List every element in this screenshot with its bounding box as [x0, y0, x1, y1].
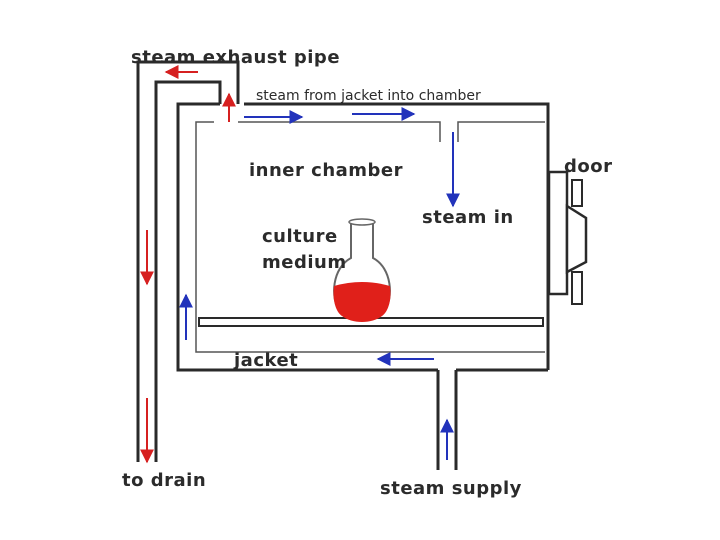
- label-exhaust-pipe: steam exhaust pipe: [131, 47, 340, 68]
- culture-medium-fill: [333, 282, 391, 322]
- label-door: door: [564, 156, 613, 177]
- label-steam-supply: steam supply: [380, 478, 522, 499]
- label-jacket: jacket: [233, 350, 298, 371]
- label-inner-chamber: inner chamber: [249, 160, 403, 181]
- label-medium: medium: [262, 252, 347, 273]
- label-culture: culture: [262, 226, 338, 247]
- exhaust-pipe: [136, 60, 240, 462]
- flask-icon: [333, 218, 391, 322]
- label-to-drain: to drain: [122, 470, 206, 491]
- door: [547, 170, 588, 305]
- steam-supply-pipe: [436, 370, 458, 470]
- label-steam-in: steam in: [422, 207, 514, 228]
- inner-chamber-wall: [195, 121, 545, 353]
- label-jacket-to-chamber: steam from jacket into chamber: [256, 88, 481, 104]
